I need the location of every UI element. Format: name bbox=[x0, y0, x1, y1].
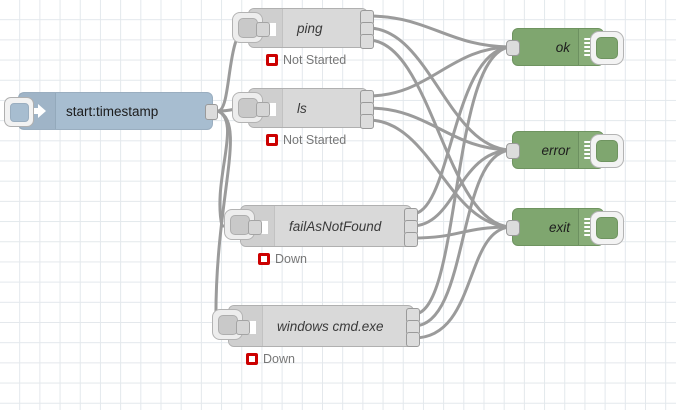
node-trigger-button[interactable] bbox=[590, 134, 624, 168]
wire-ping-ok bbox=[366, 14, 514, 49]
button-inner bbox=[596, 140, 618, 162]
output-port[interactable] bbox=[205, 104, 218, 120]
node-label: ok bbox=[555, 39, 570, 55]
output-port-3[interactable] bbox=[360, 114, 374, 129]
wire-cmd-ok bbox=[412, 45, 514, 316]
status-badge: Not Started bbox=[266, 53, 346, 67]
button-inner bbox=[237, 97, 258, 118]
node-label: start:timestamp bbox=[66, 103, 159, 119]
node-body[interactable]: start:timestamp bbox=[18, 92, 213, 130]
node-label: error bbox=[541, 142, 570, 158]
node-trigger-button[interactable] bbox=[4, 97, 34, 127]
status-badge: Down bbox=[246, 352, 295, 366]
output-port-3[interactable] bbox=[406, 332, 420, 347]
node-label: failAsNotFound bbox=[289, 218, 382, 234]
button-inner bbox=[217, 314, 238, 335]
input-port[interactable] bbox=[248, 220, 262, 235]
button-inner bbox=[596, 217, 618, 239]
button-inner bbox=[596, 37, 618, 59]
wire-ping-error bbox=[366, 26, 514, 152]
node-trigger-button[interactable] bbox=[590, 31, 624, 65]
status-dot-icon bbox=[246, 353, 258, 365]
wire-cmd-error bbox=[412, 148, 514, 328]
status-dot-icon bbox=[266, 134, 278, 146]
node-label: exit bbox=[548, 219, 570, 235]
wire-fail-error bbox=[410, 148, 514, 228]
node-error[interactable]: error bbox=[506, 131, 624, 169]
node-ls[interactable]: ls Not Started bbox=[232, 88, 374, 147]
status-text: Not Started bbox=[283, 133, 347, 147]
node-start-timestamp[interactable]: start:timestamp bbox=[4, 92, 218, 130]
node-body[interactable]: windows cmd.exe bbox=[228, 305, 414, 347]
arrow-right-glyph bbox=[28, 104, 46, 118]
status-badge: Down bbox=[258, 252, 307, 266]
node-windows-cmd-exe[interactable]: windows cmd.exe Down bbox=[212, 305, 420, 366]
wire-fail-ok bbox=[410, 45, 514, 216]
input-port[interactable] bbox=[506, 40, 520, 56]
node-label: ls bbox=[297, 100, 307, 116]
node-failasnotfound[interactable]: failAsNotFound Down bbox=[224, 205, 418, 266]
wire-cmd-exit bbox=[412, 225, 514, 340]
input-port[interactable] bbox=[256, 102, 270, 117]
input-port[interactable] bbox=[256, 22, 270, 37]
status-dot-icon bbox=[266, 54, 278, 66]
wire-ping-exit bbox=[366, 38, 514, 229]
status-text: Not Started bbox=[283, 53, 347, 67]
node-label: windows cmd.exe bbox=[277, 318, 384, 334]
input-port[interactable] bbox=[236, 320, 250, 335]
status-badge: Not Started bbox=[266, 133, 346, 147]
wire-ls-ok bbox=[366, 45, 514, 98]
button-inner bbox=[229, 214, 250, 235]
status-text: Down bbox=[263, 352, 295, 366]
node-trigger-button[interactable] bbox=[590, 211, 624, 245]
node-exit[interactable]: exit bbox=[506, 208, 624, 246]
status-text: Down bbox=[275, 252, 307, 266]
node-ping[interactable]: ping Not Started bbox=[232, 8, 374, 67]
node-label: ping bbox=[297, 20, 323, 36]
wire-fail-exit bbox=[410, 225, 514, 240]
wire-ls-error bbox=[366, 106, 514, 152]
node-body[interactable]: failAsNotFound bbox=[240, 205, 412, 247]
output-port-3[interactable] bbox=[404, 232, 418, 247]
output-port-3[interactable] bbox=[360, 34, 374, 49]
input-port[interactable] bbox=[506, 143, 520, 159]
button-inner bbox=[237, 17, 258, 38]
status-dot-icon bbox=[258, 253, 270, 265]
node-ok[interactable]: ok bbox=[506, 28, 624, 66]
button-inner bbox=[9, 102, 29, 122]
input-port[interactable] bbox=[506, 220, 520, 236]
